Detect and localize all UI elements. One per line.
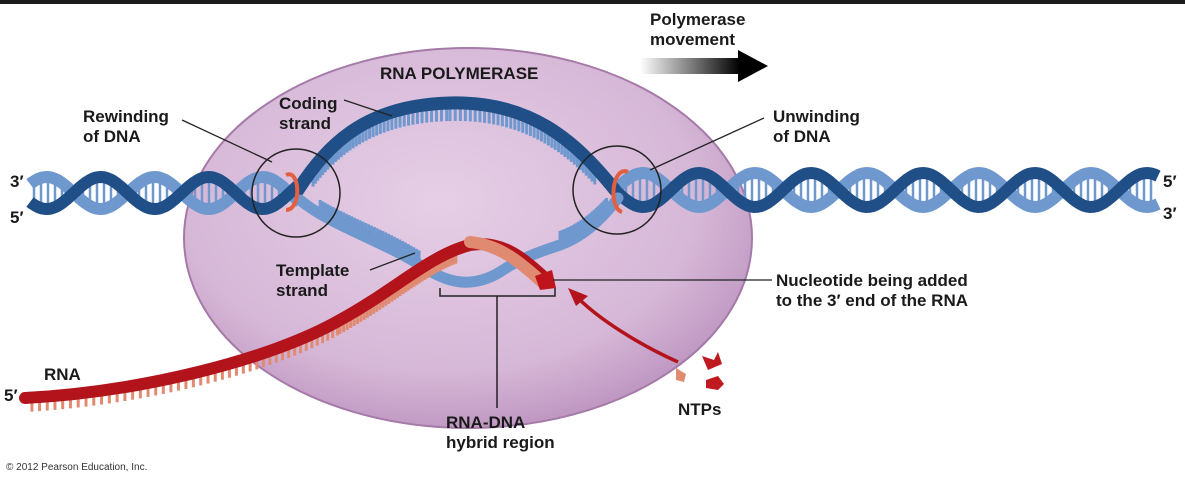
- copyright-notice: © 2012 Pearson Education, Inc.: [6, 462, 148, 473]
- polymerase-movement-arrow: [640, 50, 768, 82]
- rna-polymerase-label: RNA POLYMERASE: [380, 64, 539, 83]
- ntps-label: NTPs: [678, 400, 722, 419]
- coding-strand-label: Coding strand: [279, 94, 338, 133]
- nucleotide-added-label: Nucleotide being added to the 3′ end of …: [776, 271, 969, 310]
- ntp-molecules: [676, 352, 724, 390]
- rewinding-circle: [251, 148, 341, 238]
- coding-strand: [291, 96, 622, 197]
- unwinding-rotation-arrow: [611, 169, 629, 214]
- dna-backbone-light: [610, 166, 1161, 214]
- template-strand-label: Template strand: [276, 261, 350, 300]
- template-strand: [294, 192, 624, 288]
- hybrid-region-label: RNA-DNA hybrid region: [446, 413, 555, 452]
- rna-label: RNA: [44, 365, 81, 384]
- rewinding-label: Rewinding of DNA: [83, 107, 169, 146]
- left-bottom-end-label: 5′: [10, 208, 24, 227]
- right-top-end-label: 5′: [1163, 172, 1177, 191]
- rna-end-label: 5′: [4, 386, 18, 405]
- leader-lines: [181, 99, 772, 281]
- unwinding-label: Unwinding of DNA: [773, 107, 860, 146]
- right-bottom-end-label: 3′: [1163, 204, 1177, 223]
- ntp-arrow: [568, 288, 679, 364]
- polymerase-movement-label: Polymerase movement: [650, 10, 746, 49]
- rewinding-rotation-arrow: [285, 172, 300, 212]
- top-border: [0, 0, 1185, 4]
- dna-backbone-dark: [610, 166, 1161, 214]
- left-top-end-label: 3′: [10, 172, 24, 191]
- nucleotide-being-added: [535, 270, 556, 290]
- unwinding-circle: [572, 145, 662, 235]
- hybrid-region-bracket: [439, 288, 556, 408]
- dna-helix-right: [610, 166, 1161, 214]
